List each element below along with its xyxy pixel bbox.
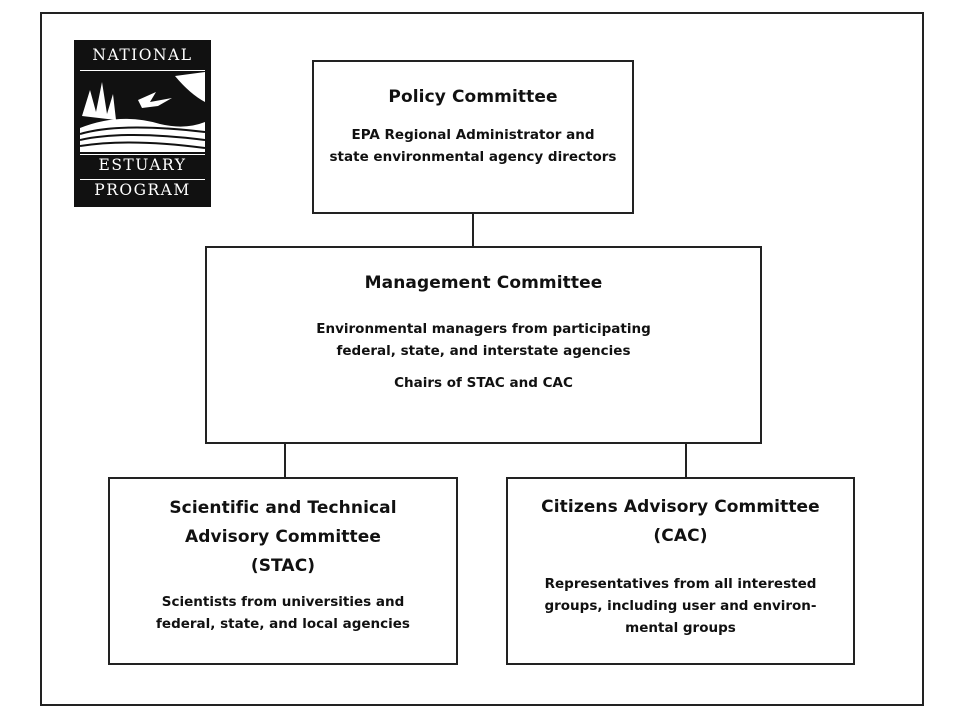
national-estuary-program-logo: NATIONAL ESTUARY PROGRAM [74, 40, 211, 207]
cac-title-line-1: Citizens Advisory Committee [541, 497, 820, 517]
cac-line-3: mental groups [625, 620, 736, 636]
policy-committee-description: EPA Regional Administrator and state env… [314, 124, 632, 168]
logo-divider [80, 154, 205, 155]
cac-title: Citizens Advisory Committee (CAC) [508, 493, 853, 551]
stac-line-1: Scientists from universities and [161, 594, 405, 610]
policy-committee-box: Policy Committee EPA Regional Administra… [312, 60, 634, 214]
cac-description: Representatives from all interested grou… [508, 573, 853, 639]
logo-divider [80, 179, 205, 180]
stac-title: Scientific and Technical Advisory Commit… [110, 494, 456, 581]
policy-committee-title: Policy Committee [388, 87, 558, 107]
policy-line-1: EPA Regional Administrator and [351, 127, 595, 143]
cac-title-line-2: (CAC) [653, 526, 708, 546]
cac-box: Citizens Advisory Committee (CAC) Repres… [506, 477, 855, 665]
management-committee-title: Management Committee [364, 273, 603, 293]
management-line-2: federal, state, and interstate agencies [336, 343, 631, 359]
management-chairs: Chairs of STAC and CAC [394, 375, 573, 391]
cac-line-2: groups, including user and environ- [544, 598, 817, 614]
policy-line-2: state environmental agency directors [329, 149, 617, 165]
logo-line-national: NATIONAL [92, 46, 193, 64]
stac-box: Scientific and Technical Advisory Commit… [108, 477, 458, 665]
logo-line-program: PROGRAM [94, 181, 191, 199]
logo-divider [80, 70, 205, 71]
stac-line-2: federal, state, and local agencies [156, 616, 410, 632]
cac-line-1: Representatives from all interested [544, 576, 817, 592]
connector-management-stac [284, 444, 286, 477]
estuary-bird-icon [80, 72, 205, 152]
diagram-frame [40, 12, 924, 706]
management-line-1: Environmental managers from participatin… [316, 321, 651, 337]
stac-title-line-3: (STAC) [250, 556, 316, 576]
management-committee-description: Environmental managers from participatin… [207, 318, 760, 362]
logo-line-estuary: ESTUARY [98, 156, 187, 174]
management-committee-box: Management Committee Environmental manag… [205, 246, 762, 444]
stac-title-line-2: Advisory Committee [185, 527, 381, 547]
stac-title-line-1: Scientific and Technical [169, 498, 397, 518]
connector-management-cac [685, 444, 687, 477]
stac-description: Scientists from universities and federal… [110, 591, 456, 635]
connector-policy-management [472, 214, 474, 246]
